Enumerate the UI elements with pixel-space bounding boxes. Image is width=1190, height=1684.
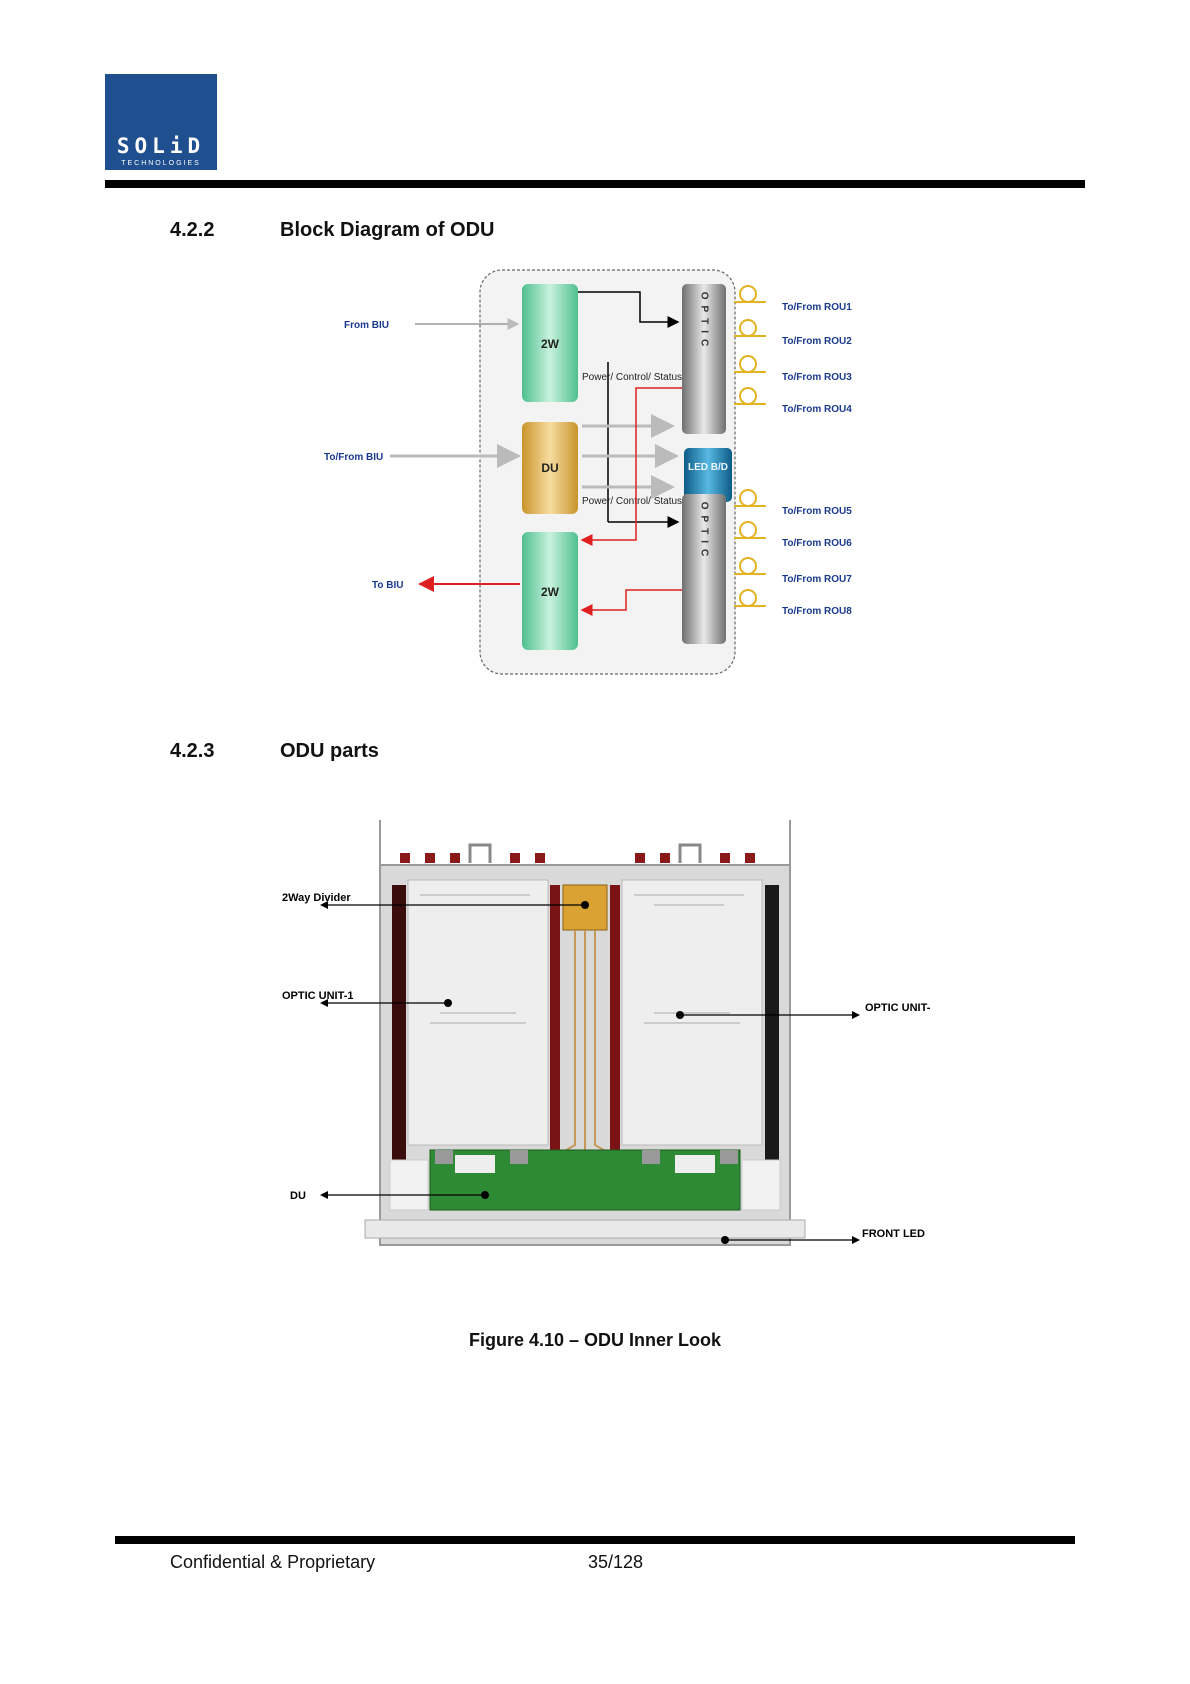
label-front-led: FRONT LED <box>862 1228 925 1240</box>
section-title: ODU parts <box>280 740 379 762</box>
rou-port-1 <box>734 285 766 303</box>
optic-top-block <box>682 284 726 434</box>
rou-port-8 <box>734 589 766 607</box>
led-board-label: LED B/D <box>688 462 728 473</box>
from-biu-label: From BIU <box>344 320 389 331</box>
odu-inner-photo: 2Way Divider OPTIC UNIT-1 OPTIC UNIT-2 D… <box>282 820 930 1246</box>
rail-right-outer <box>765 885 779 1185</box>
callout-twoway <box>320 901 589 909</box>
footer-rule <box>115 1536 1075 1544</box>
rail-left-inner <box>550 885 560 1185</box>
callout-du <box>320 1191 489 1199</box>
rou-label-7: To/From ROU7 <box>782 574 852 585</box>
label-optic-unit-2: OPTIC UNIT-2 <box>865 1002 930 1014</box>
rou-label-2: To/From ROU2 <box>782 336 852 347</box>
rou-port-7 <box>734 557 766 575</box>
return-line-1 <box>580 387 682 546</box>
optic-top-label: OPTIC <box>699 292 710 353</box>
section-number: 4.2.3 <box>170 740 215 762</box>
rou-label-3: To/From ROU3 <box>782 372 852 383</box>
label-du: DU <box>290 1190 306 1202</box>
label-twoway-divider: 2Way Divider <box>282 892 351 904</box>
rail-right-inner <box>610 885 620 1185</box>
du-label: DU <box>541 461 558 475</box>
header-rule <box>105 180 1085 188</box>
divider-bottom-block <box>522 532 578 650</box>
power-control-label-top: Power/ Control/ Status <box>582 372 682 383</box>
footer-confidential: Confidential & Proprietary <box>170 1552 376 1572</box>
rou-port-2 <box>734 319 766 337</box>
section-title: Block Diagram of ODU <box>280 219 495 241</box>
optic-bottom-label: OPTIC <box>699 502 710 563</box>
rail-left-outer <box>392 885 406 1185</box>
callout-optic1 <box>320 999 452 1007</box>
optic-bottom-block <box>682 494 726 644</box>
divider-top-label: 2W <box>541 337 560 351</box>
rou-port-4 <box>734 387 766 405</box>
company-logo: SOLiD TECHNOLOGIES <box>105 74 217 170</box>
section-number: 4.2.2 <box>170 219 215 241</box>
odu-block-diagram: 2W DU 2W LED B/D OPTIC OPTIC Power/ Cont… <box>324 269 852 675</box>
tofrom-biu-label: To/From BIU <box>324 452 383 463</box>
rear-connectors <box>400 843 755 863</box>
callout-front-led <box>721 1236 860 1244</box>
du-block <box>522 422 578 514</box>
front-panel <box>364 1219 806 1239</box>
rou-label-8: To/From ROU8 <box>782 606 852 617</box>
logo-subtitle: TECHNOLOGIES <box>121 160 201 167</box>
figure-caption: Figure 4.10 – ODU Inner Look <box>468 1330 722 1350</box>
page-number: 35/128 <box>588 1552 644 1572</box>
rou-label-4: To/From ROU4 <box>782 404 852 415</box>
heatsink-right <box>741 1159 781 1211</box>
rou-port-3 <box>734 355 766 373</box>
return-line-2 <box>580 589 682 616</box>
rou-label-1: To/From ROU1 <box>782 302 852 313</box>
label-optic-unit-1: OPTIC UNIT-1 <box>282 990 354 1002</box>
logo-wordmark: SOLiD <box>116 134 206 158</box>
rou-port-6 <box>734 521 766 539</box>
signal-line-top <box>578 291 680 328</box>
rou-label-6: To/From ROU6 <box>782 538 852 549</box>
divider-top-block <box>522 284 578 402</box>
callout-optic2 <box>676 1011 860 1019</box>
to-biu-label: To BIU <box>372 580 403 591</box>
power-control-label-bottom: Power/ Control/ Status <box>582 496 682 507</box>
rou-label-5: To/From ROU5 <box>782 506 852 517</box>
du-components <box>435 1150 738 1173</box>
rou-port-5 <box>734 489 766 507</box>
heatsink-left <box>389 1159 429 1211</box>
divider-bottom-label: 2W <box>541 585 560 599</box>
led-board-block <box>684 448 732 502</box>
